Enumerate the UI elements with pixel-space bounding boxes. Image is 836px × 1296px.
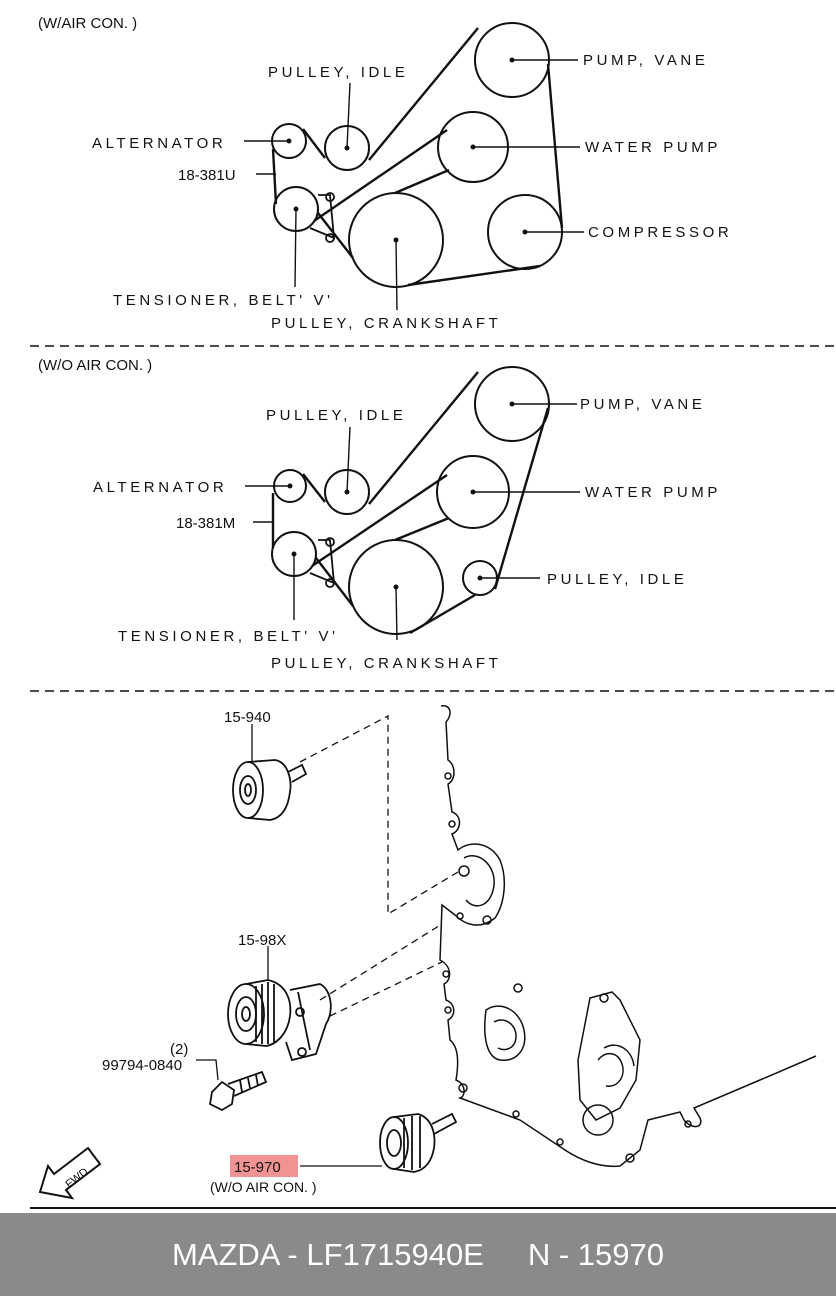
label-pump-vane: PUMP, VANE (583, 52, 708, 69)
label-water-pump: WATER PUMP (585, 484, 721, 501)
label-qty: (2) (170, 1041, 188, 1058)
footer-brand-code: MAZDA - LF1715940E (171, 1236, 484, 1272)
label-pump-vane: PUMP, VANE (580, 396, 705, 413)
leader-bolt (196, 1059, 219, 1081)
idle-pulley (324, 469, 370, 515)
label-compressor: COMPRESSOR (588, 224, 732, 241)
drive-belt (271, 27, 564, 287)
label-crankshaft: PULLEY, CRANKSHAFT (271, 655, 501, 672)
engine-front-cover (439, 705, 817, 1168)
part-highlight (230, 1155, 298, 1177)
label-wo-air-con: (W/O AIR CON. ) (210, 1179, 317, 1195)
label-alternator: ALTERNATOR (92, 135, 226, 152)
section-with-air-con: (W/AIR CON. ) (38, 15, 732, 332)
label-pulley-idle-top: PULLEY, IDLE (266, 407, 406, 424)
section-title-without-ac: (W/O AIR CON. ) (38, 357, 152, 374)
tensioner-assembly-1598x (227, 979, 332, 1062)
label-tensioner: TENSIONER, BELT' V' (118, 628, 339, 645)
belt-routing-diagram: (W/AIR CON. ) (30, 15, 836, 1209)
leader-lines (245, 403, 580, 641)
section-without-air-con: (W/O AIR CON. ) (38, 357, 721, 672)
fwd-arrow-icon: FWD (38, 1146, 102, 1200)
label-part-number: 18-381M (176, 515, 235, 532)
label-tensioner: TENSIONER, BELT' V' (113, 292, 334, 309)
idle-pulley-15940 (232, 759, 308, 821)
idle-pulley (324, 125, 370, 171)
label-bolt: 99794-0840 (102, 1057, 182, 1074)
drive-belt (271, 371, 550, 635)
label-15970: 15-970 (234, 1159, 281, 1176)
bolt-997940840 (209, 1070, 268, 1112)
section-title-with-ac: (W/AIR CON. ) (38, 15, 137, 32)
tensioner-bracket (309, 192, 336, 243)
leader-lines (244, 59, 584, 311)
label-15940: 15-940 (224, 709, 271, 726)
installation-lines (299, 714, 459, 1017)
label-1598x: 15-98X (238, 932, 286, 949)
label-pulley-idle-right: PULLEY, IDLE (547, 571, 687, 588)
label-alternator: ALTERNATOR (93, 479, 227, 496)
label-water-pump: WATER PUMP (585, 139, 721, 156)
footer-ref-code: N - 15970 (527, 1236, 665, 1272)
idle-pulley-15970 (379, 1112, 458, 1173)
label-crankshaft: PULLEY, CRANKSHAFT (271, 315, 501, 332)
label-part-number: 18-381U (178, 167, 236, 184)
footer-bar: MAZDA - LF1715940E N - 15970 (0, 1213, 836, 1296)
label-pulley-idle: PULLEY, IDLE (268, 64, 408, 81)
exploded-view: 15-940 15-98X (2) 99794-0840 (38, 705, 817, 1200)
